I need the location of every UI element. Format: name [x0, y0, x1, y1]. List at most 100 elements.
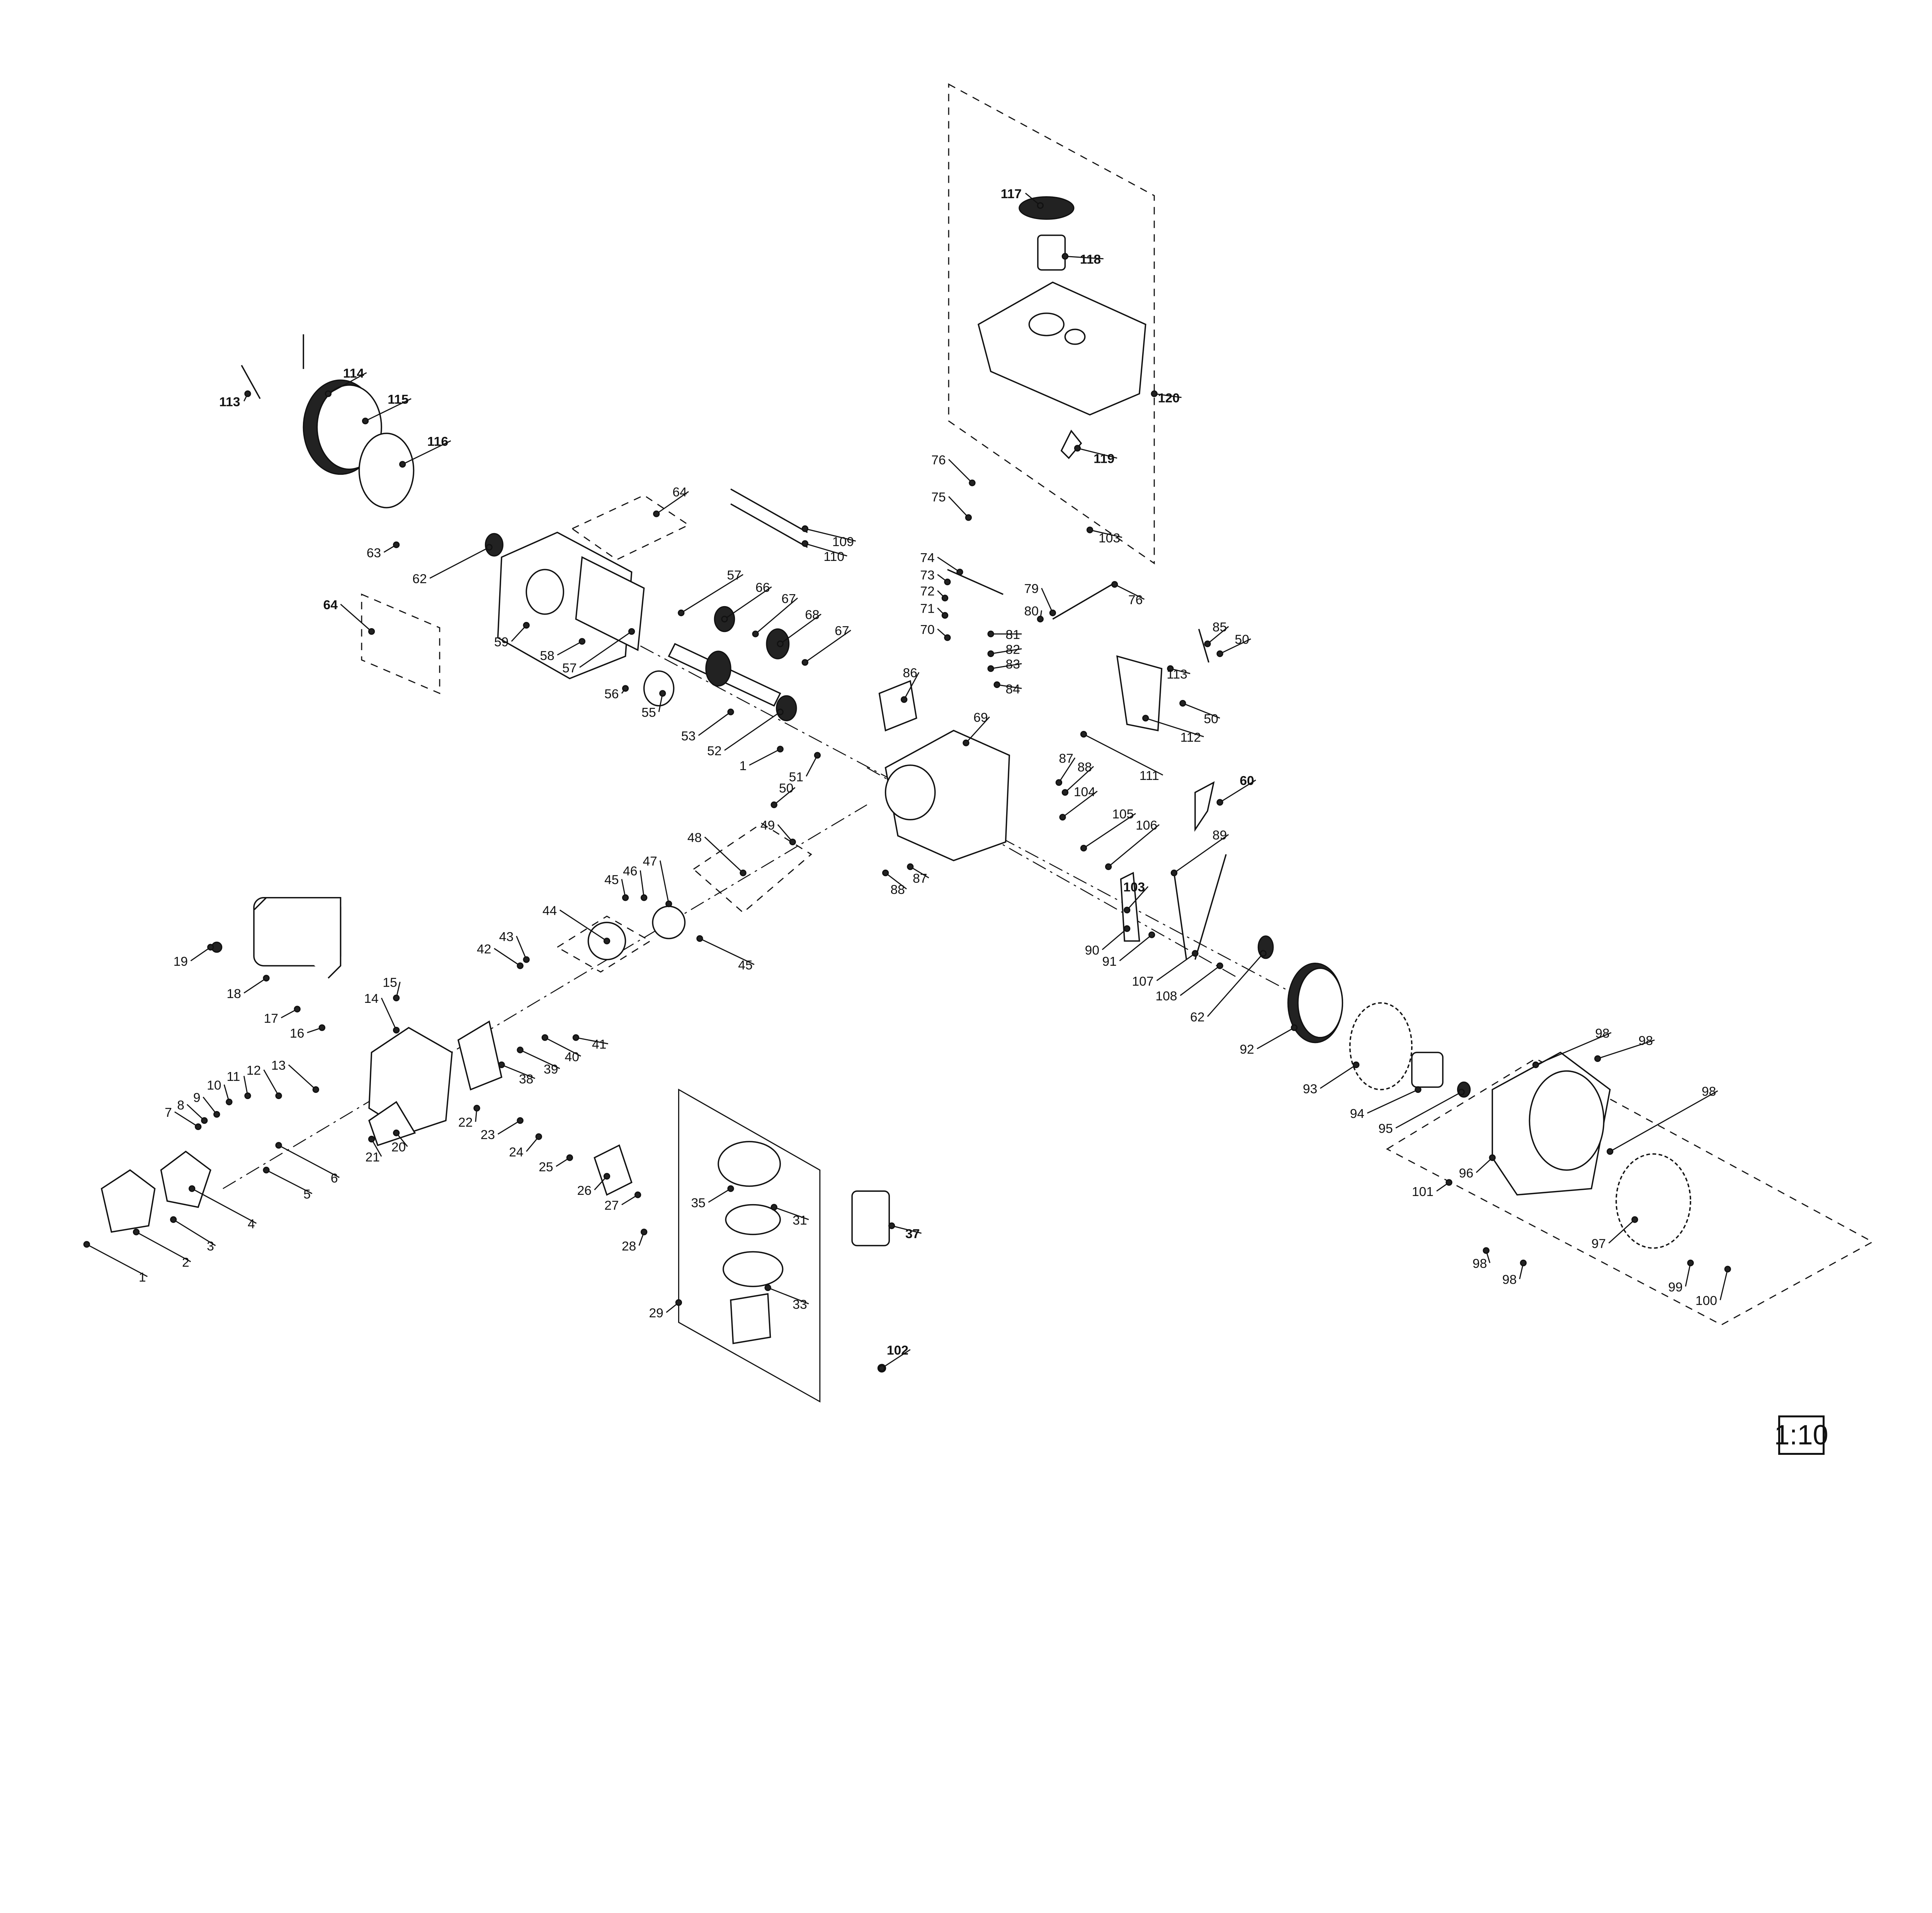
leader-line: [1156, 953, 1196, 981]
callout-47: 47: [643, 854, 672, 907]
callout-98: 98: [1607, 1085, 1718, 1155]
callout-42: 42: [477, 942, 524, 969]
callout-1: 1: [739, 746, 784, 773]
callout-43: 43: [499, 930, 530, 963]
callout-number: 14: [364, 992, 378, 1006]
part-marker: [1167, 665, 1174, 672]
leader-line: [1395, 1091, 1462, 1129]
part-marker: [603, 1173, 611, 1180]
leader-line: [511, 625, 527, 642]
callout-number: 47: [643, 854, 657, 868]
callout-4: 4: [189, 1185, 257, 1231]
callout-119: 119: [1074, 445, 1117, 466]
cylinder-bore: [884, 765, 936, 821]
part-marker: [207, 944, 214, 951]
callout-99: 99: [1668, 1259, 1694, 1295]
part-marker: [901, 696, 908, 703]
part-marker: [294, 1006, 301, 1013]
callout-21: 21: [366, 1136, 382, 1164]
leader-line: [698, 711, 731, 736]
callout-number: 83: [1006, 657, 1020, 672]
callout-81: 81: [987, 628, 1022, 642]
callout-38: 38: [498, 1061, 536, 1086]
governor-rod: [1052, 584, 1113, 620]
callout-98: 98: [1532, 1026, 1612, 1069]
callout-60: 60: [1216, 774, 1256, 806]
part-marker: [1142, 715, 1149, 722]
callout-number: 39: [544, 1062, 558, 1077]
part-marker: [1037, 615, 1044, 623]
callout-120: 120: [1151, 390, 1182, 406]
callout-91: 91: [1102, 931, 1155, 969]
callout-83: 83: [987, 657, 1022, 672]
leader-line: [402, 440, 451, 465]
callout-number: 63: [367, 546, 381, 560]
callout-number: 89: [1213, 828, 1227, 843]
part-marker: [628, 628, 635, 635]
fuel-gauge: [1064, 328, 1086, 345]
assembly-axis: [223, 804, 867, 1189]
scale-box: 1:10: [1774, 1415, 1828, 1455]
part-marker: [275, 1142, 282, 1149]
leader-line: [494, 948, 520, 967]
callout-70: 70: [920, 623, 951, 641]
rod: [730, 488, 808, 533]
callout-number: 4: [248, 1217, 255, 1231]
part-marker: [777, 708, 784, 715]
callout-number: 108: [1155, 989, 1177, 1004]
part-marker: [1179, 700, 1186, 707]
callout-67: 67: [752, 592, 798, 637]
part-marker: [1080, 731, 1087, 738]
breather-tube: [1194, 781, 1215, 832]
callout-number: 97: [1592, 1237, 1606, 1251]
air-cleaner-group-box: [678, 1089, 821, 1403]
callout-number: 98: [1595, 1026, 1609, 1041]
part-marker: [814, 752, 821, 759]
leader-line: [1090, 529, 1122, 538]
part-marker: [622, 894, 629, 901]
part-marker: [1631, 1216, 1638, 1223]
part-marker: [1489, 1154, 1496, 1161]
leader-line: [1119, 934, 1152, 962]
callout-107: 107: [1132, 950, 1199, 989]
callout-80: 80: [1024, 604, 1044, 623]
leader-line: [1207, 953, 1264, 1017]
part-marker: [659, 690, 666, 697]
callout-110: 110: [801, 540, 847, 564]
part-marker: [572, 1034, 580, 1041]
callout-number: 21: [366, 1150, 380, 1164]
callout-number: 31: [793, 1213, 807, 1228]
callout-35: 35: [691, 1185, 734, 1210]
callout-57: 57: [678, 568, 743, 617]
callout-88: 88: [1061, 760, 1094, 796]
part-marker: [523, 956, 530, 963]
callout-114: 114: [325, 367, 367, 397]
leader-line: [1077, 447, 1117, 459]
part-marker: [393, 541, 400, 548]
callout-number: 98: [1702, 1085, 1716, 1099]
leader-line: [516, 936, 527, 960]
fuel-tank-group-box: [948, 83, 1155, 565]
fuel-tank-neck: [1028, 313, 1065, 336]
part-marker: [393, 1130, 400, 1137]
leader-line: [544, 1037, 581, 1057]
part-marker: [318, 1024, 325, 1031]
part-marker: [987, 650, 994, 657]
leader-line: [1182, 703, 1220, 719]
leader-line: [990, 648, 1022, 654]
callout-number: 75: [931, 490, 946, 505]
leader-line: [806, 755, 818, 777]
callout-118: 118: [1061, 253, 1104, 267]
leader-line: [965, 716, 990, 744]
callout-10: 10: [207, 1079, 233, 1106]
callout-number: 37: [905, 1227, 920, 1241]
callout-103: 103: [1123, 880, 1149, 914]
air-cleaner-gasket: [725, 1204, 781, 1235]
callout-number: 12: [247, 1064, 261, 1078]
leader-line: [780, 613, 821, 644]
callout-number: 74: [920, 551, 934, 565]
recoil-group-box: [1386, 1058, 1874, 1326]
callout-number: 73: [920, 568, 934, 583]
leader-line: [429, 547, 490, 579]
